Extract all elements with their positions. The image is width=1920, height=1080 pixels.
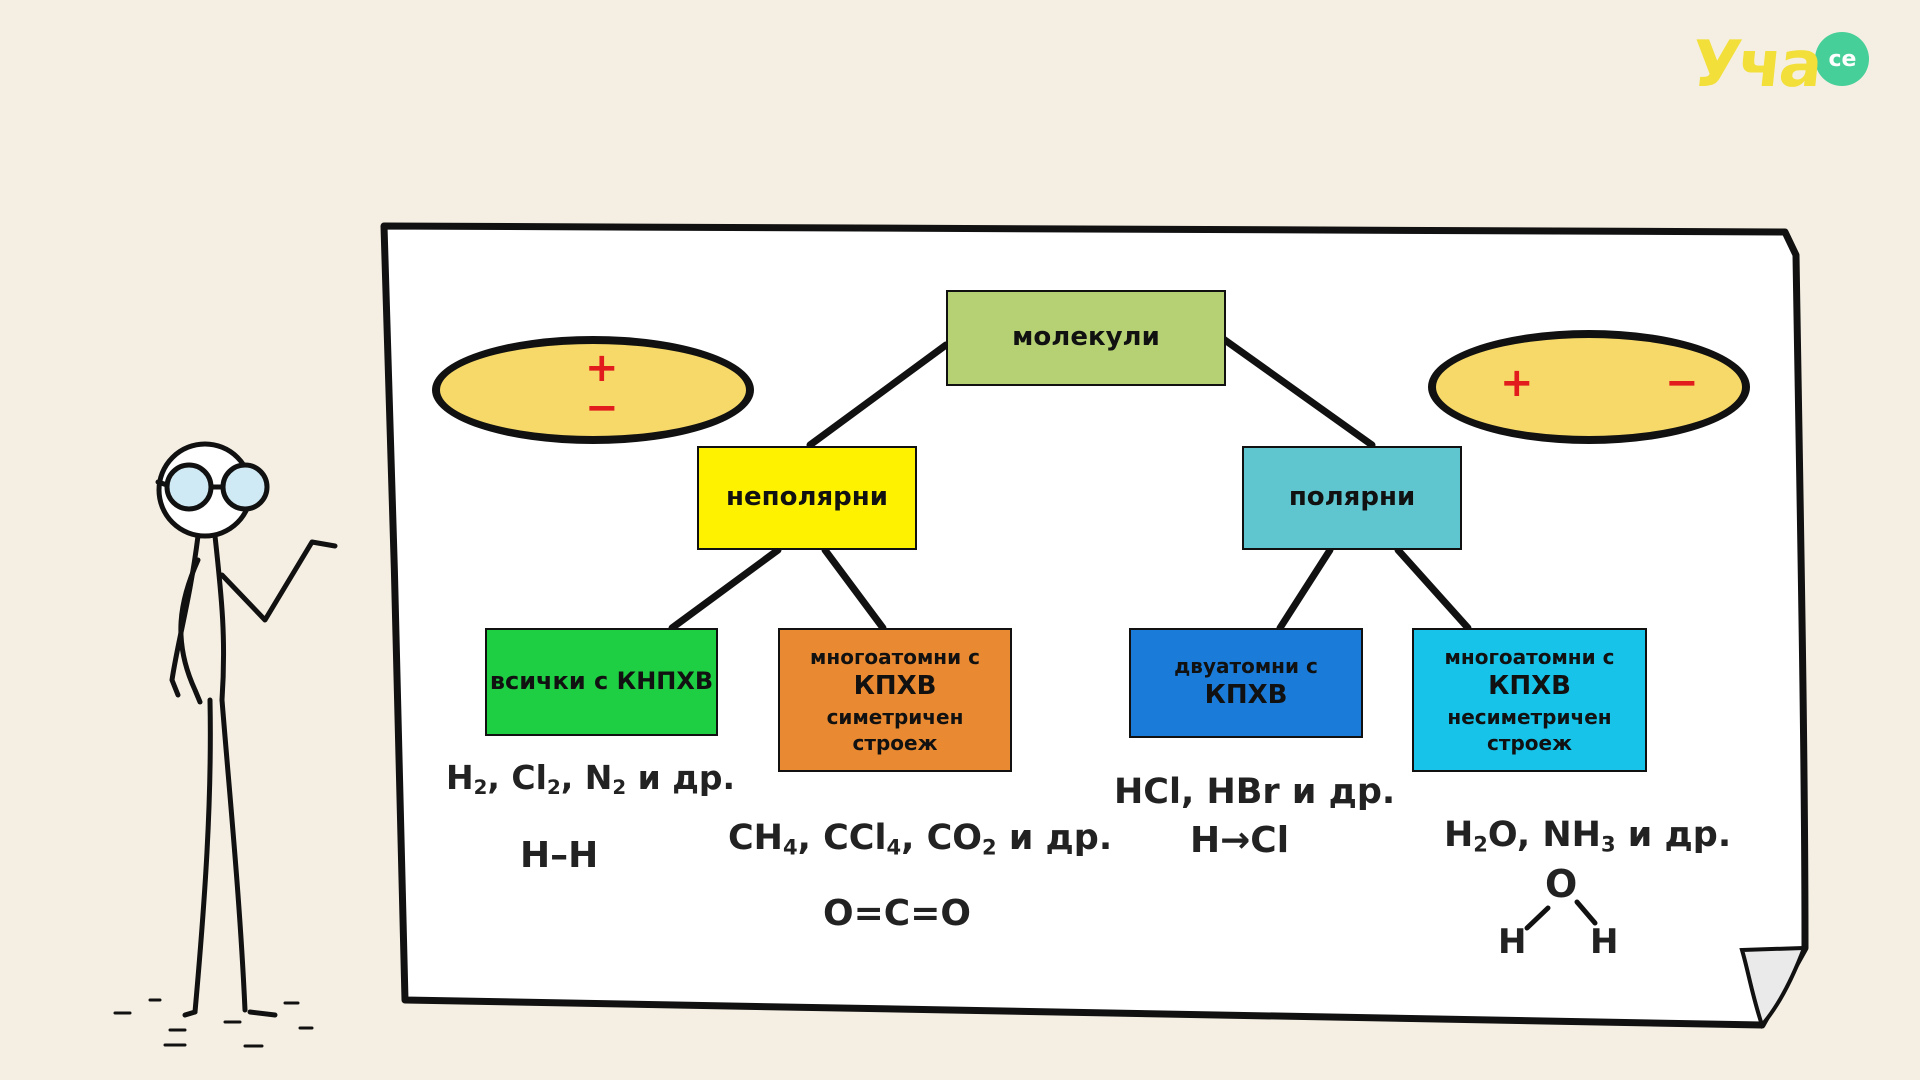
water-h-left: H xyxy=(1498,922,1527,962)
formula-n: , N xyxy=(560,758,613,797)
subscript: 2 xyxy=(546,775,561,799)
formula-h: H xyxy=(1444,815,1474,855)
formula-ch: CH xyxy=(728,818,783,858)
o-c-o-bond: O=C=O xyxy=(823,893,971,934)
molecules-box: молекули xyxy=(946,290,1226,386)
formula-ccl: , CCl xyxy=(797,818,887,858)
right-minus-sign: − xyxy=(1665,360,1699,406)
formula-etc: и др. xyxy=(1615,815,1732,855)
multi-asymmetric-line2: КПХВ xyxy=(1488,671,1571,702)
formula-etc: и др. xyxy=(996,818,1113,858)
multi-asymmetric-line1: многоатомни с xyxy=(1444,645,1615,670)
logo-badge: се xyxy=(1815,32,1870,86)
stick-figure xyxy=(155,441,338,1018)
water-bonds xyxy=(1524,899,1598,931)
polar-box: полярни xyxy=(1242,446,1462,550)
right-charge-oval xyxy=(1428,330,1750,444)
subscript: 2 xyxy=(612,775,627,799)
multi-asymmetric-box: многоатомни с КПХВ несиметричен строеж xyxy=(1412,628,1647,772)
multi-symmetric-line3: симетричен xyxy=(826,704,964,729)
subscript: 4 xyxy=(886,835,902,860)
formula-cl: , Cl xyxy=(487,758,547,797)
ucha-se-logo: Уча се xyxy=(1688,22,1870,108)
right-plus-sign: + xyxy=(1500,360,1534,406)
multi-symmetric-line4: строеж xyxy=(852,730,938,755)
h-cl-bond: H→Cl xyxy=(1190,820,1290,861)
diatomic-examples: HCl, HBr и др. xyxy=(1114,772,1396,812)
molecules-label: молекули xyxy=(1012,322,1160,353)
left-plus-sign: + xyxy=(585,345,619,391)
asymmetric-examples: H2O, NH3 и др. xyxy=(1444,815,1731,856)
polar-label: полярни xyxy=(1288,482,1416,513)
left-minus-sign: − xyxy=(585,385,619,431)
left-charge-oval xyxy=(432,336,754,444)
diatomic-box: двуатомни с КПХВ xyxy=(1129,628,1363,738)
paper-curl xyxy=(1739,945,1807,1029)
water-o-atom: O xyxy=(1545,862,1578,906)
multi-asymmetric-line3: несиметричен xyxy=(1447,704,1612,729)
multi-symmetric-box: многоатомни с КПХВ симетричен строеж xyxy=(778,628,1012,772)
diatomic-line2: КПХВ xyxy=(1204,680,1288,711)
ground-dashes xyxy=(113,998,314,1048)
h-h-bond: H–H xyxy=(520,835,599,876)
formula-co: , CO xyxy=(901,818,983,858)
subscript: 4 xyxy=(782,835,798,860)
formula-etc: и др. xyxy=(626,758,736,797)
all-knphv-box: всички с КНПХВ xyxy=(485,628,718,736)
all-knphv-label: всички с КНПХВ xyxy=(489,667,714,696)
symmetric-examples: CH4, CCl4, CO2 и др. xyxy=(728,818,1112,859)
nonpolar-box: неполярни xyxy=(697,446,917,550)
multi-asymmetric-line4: строеж xyxy=(1487,730,1572,755)
subscript: 2 xyxy=(473,775,488,799)
tree-connectors xyxy=(668,334,1472,632)
formula-o-nh: O, NH xyxy=(1487,815,1601,855)
subscript: 2 xyxy=(982,835,997,860)
multi-symmetric-line2: КПХВ xyxy=(853,671,937,702)
nonpolar-diatomic-examples: H2, Cl2, N2 и др. xyxy=(446,758,735,799)
multi-symmetric-line1: многоатомни с xyxy=(810,645,980,670)
diatomic-line1: двуатомни с xyxy=(1174,654,1318,679)
subscript: 2 xyxy=(1473,832,1488,857)
formula-h: H xyxy=(446,758,474,797)
subscript: 3 xyxy=(1600,832,1616,857)
nonpolar-label: неполярни xyxy=(726,482,888,513)
water-h-right: H xyxy=(1590,922,1619,962)
